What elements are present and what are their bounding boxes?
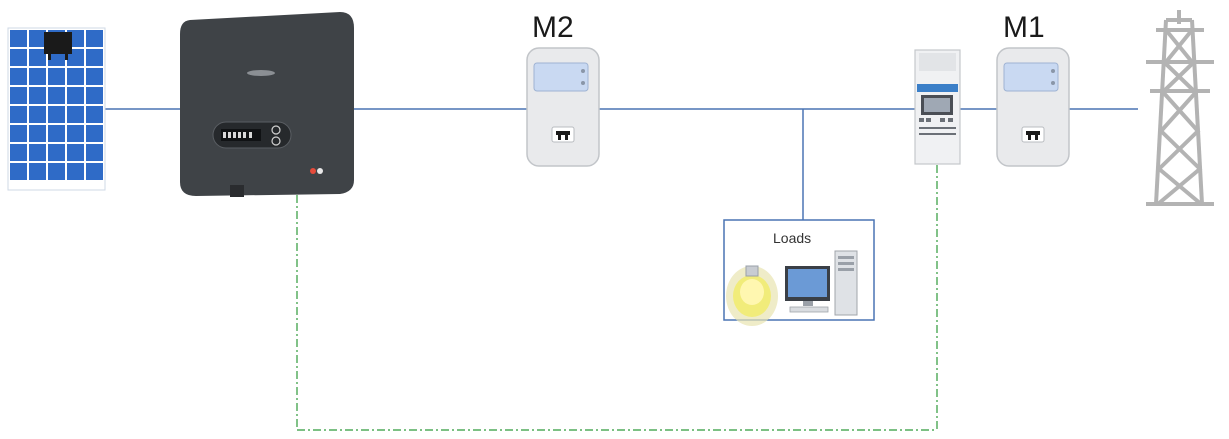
meter-m1-icon bbox=[996, 47, 1070, 167]
meter-m2-label: M2 bbox=[532, 11, 574, 44]
loads-icon bbox=[726, 250, 858, 326]
inverter-icon bbox=[180, 12, 354, 197]
solar-panel-icon bbox=[7, 27, 106, 191]
meter-m2-icon bbox=[526, 47, 600, 167]
loads-label: Loads bbox=[773, 230, 812, 246]
grid-tower-icon bbox=[1146, 10, 1214, 206]
communication-line bbox=[296, 165, 938, 431]
energy-meter-icon bbox=[914, 49, 961, 165]
meter-m1-label: M1 bbox=[1003, 11, 1045, 44]
power-line bbox=[105, 108, 1138, 220]
